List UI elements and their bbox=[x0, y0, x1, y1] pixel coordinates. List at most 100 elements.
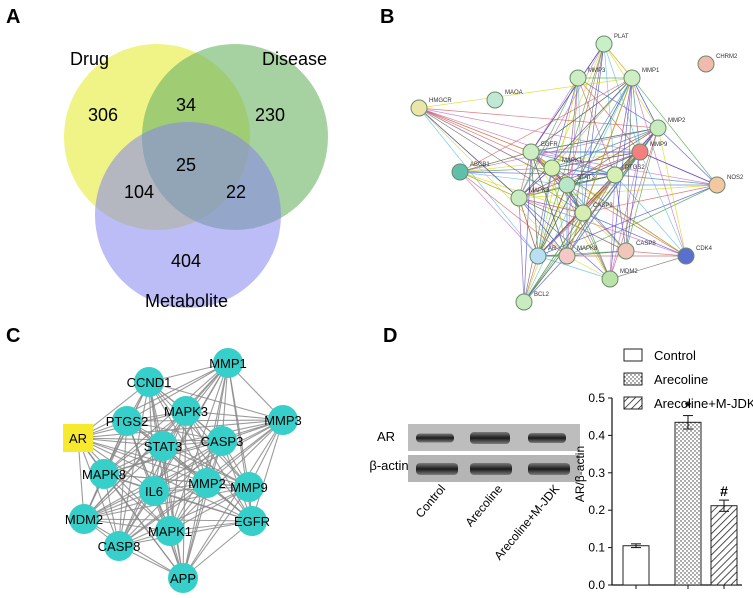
network-edge bbox=[518, 197, 568, 257]
network-node-circle bbox=[155, 516, 185, 546]
network-node-circle bbox=[192, 468, 222, 498]
chart-y-axis-label: AR/β-actin bbox=[573, 446, 587, 502]
network-node: STAT3 bbox=[144, 431, 183, 461]
network-node-label: STAT3 bbox=[144, 439, 183, 454]
network-edge bbox=[551, 77, 579, 169]
network-node-circle bbox=[529, 247, 547, 265]
network-edge bbox=[118, 381, 150, 547]
network-edge bbox=[518, 197, 584, 214]
network-node: PTGS2 bbox=[106, 406, 149, 436]
network-node: HMGCR bbox=[410, 98, 452, 117]
network-node-circle bbox=[558, 247, 576, 265]
network-node-label: CCND1 bbox=[127, 375, 172, 390]
network-node-label: MAPK3 bbox=[529, 188, 550, 194]
network-node-label: MDM2 bbox=[65, 512, 103, 527]
network-edge bbox=[185, 410, 284, 421]
network-edge bbox=[639, 151, 718, 186]
network-edge bbox=[582, 212, 627, 252]
network-node-label: MAPK3 bbox=[164, 404, 208, 419]
network-edge bbox=[418, 77, 633, 109]
network-node: CHRM2 bbox=[697, 54, 738, 73]
network-node-circle bbox=[171, 396, 201, 426]
network-edge bbox=[518, 43, 605, 199]
network-node: MAPK1 bbox=[148, 516, 192, 546]
network-node-ar-box bbox=[63, 424, 93, 452]
network-edge bbox=[530, 43, 605, 153]
network-node-circle bbox=[134, 367, 164, 397]
chart-y-tick-label: 0.4 bbox=[588, 428, 605, 442]
network-node-label: PLAT bbox=[614, 34, 629, 40]
network-edge bbox=[609, 151, 641, 280]
legend-label: Arecoline+M-JDK bbox=[654, 396, 753, 411]
network-edge bbox=[418, 107, 659, 129]
network-node-ar: AR bbox=[63, 424, 93, 452]
network-edge bbox=[77, 437, 120, 547]
network-node-label: CASP3 bbox=[593, 203, 613, 209]
network-edge bbox=[530, 151, 539, 257]
network-edge bbox=[631, 77, 659, 129]
network-edge bbox=[657, 127, 687, 257]
venn-count-all: 25 bbox=[176, 155, 196, 175]
western-blot: AR β-actin Control Arecoline Arecoline+M… bbox=[369, 424, 580, 563]
network-node-label: PTGS2 bbox=[106, 414, 149, 429]
network-node-circle bbox=[569, 69, 587, 87]
network-edge bbox=[537, 77, 633, 257]
panel-c-label: C bbox=[6, 325, 20, 347]
network-node: MMP1 bbox=[623, 68, 660, 87]
blot-band-ar bbox=[470, 432, 510, 444]
network-edge bbox=[566, 43, 605, 257]
network-node-circle bbox=[486, 91, 504, 109]
network-node: MMP9 bbox=[230, 472, 268, 502]
chart-y-tick-label: 0.5 bbox=[588, 391, 605, 405]
panel-c-edges bbox=[77, 362, 284, 579]
network-node-circle bbox=[515, 293, 533, 311]
network-edge bbox=[459, 171, 616, 176]
network-edge bbox=[551, 151, 641, 169]
network-edge bbox=[518, 151, 641, 199]
venn-label-drug: Drug bbox=[70, 49, 109, 69]
network-edge bbox=[614, 77, 633, 176]
network-node: MAPK3 bbox=[164, 396, 208, 426]
network-node-circle bbox=[574, 204, 592, 222]
bar-chart: AR/β-actin 0.00.10.20.30.40.5*# bbox=[573, 391, 742, 592]
network-edge bbox=[148, 381, 253, 522]
network-edge bbox=[418, 107, 641, 153]
network-edge bbox=[537, 151, 641, 257]
network-edge bbox=[566, 77, 633, 186]
network-node-label: MMP1 bbox=[209, 356, 247, 371]
network-node-circle bbox=[631, 143, 649, 161]
network-node: MDM2 bbox=[601, 269, 638, 288]
chart-y-tick-label: 0.1 bbox=[588, 541, 605, 555]
network-node-label: MAPK8 bbox=[577, 246, 598, 252]
network-edge bbox=[523, 212, 584, 303]
network-edge bbox=[518, 197, 525, 303]
network-node-label: AR bbox=[548, 246, 557, 252]
legend-label: Control bbox=[654, 348, 696, 363]
network-edge bbox=[182, 440, 223, 579]
network-edge bbox=[251, 419, 284, 522]
panel-d-label: D bbox=[383, 325, 397, 347]
venn-label-metabolite: Metabolite bbox=[145, 291, 228, 311]
network-node-circle bbox=[89, 459, 119, 489]
network-edge bbox=[631, 77, 687, 257]
network-edge bbox=[459, 171, 520, 199]
network-node: MDM2 bbox=[65, 504, 103, 534]
network-node-label: IL6 bbox=[145, 484, 163, 499]
network-node: MMP3 bbox=[569, 68, 606, 87]
network-edge bbox=[126, 419, 284, 422]
network-edge bbox=[523, 77, 633, 303]
network-edge bbox=[582, 212, 611, 280]
network-node-label: MAPK1 bbox=[148, 524, 192, 539]
network-edge bbox=[631, 77, 718, 186]
network-edge bbox=[625, 250, 687, 257]
network-node-circle bbox=[708, 176, 726, 194]
network-edge bbox=[459, 151, 532, 173]
network-node-circle bbox=[606, 166, 624, 184]
chart-significance-hash: # bbox=[720, 483, 728, 499]
venn-count-metabolite-only: 404 bbox=[171, 251, 201, 271]
network-edge bbox=[169, 419, 284, 532]
network-node-label: MAPK8 bbox=[82, 467, 126, 482]
network-node-circle bbox=[69, 504, 99, 534]
network-node-label: MMP9 bbox=[230, 480, 268, 495]
